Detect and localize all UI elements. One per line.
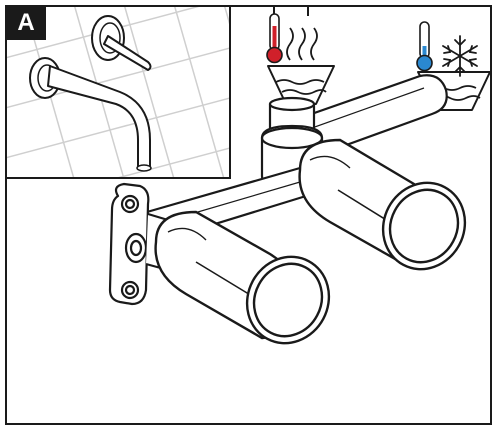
tile-wall [6,6,230,178]
outer-border [5,5,492,425]
cold-thermometer-icon [416,21,433,72]
cover-sleeve-left [154,210,331,345]
hot-water-symbol [266,6,335,105]
panel-label-badge: A [6,6,46,40]
lever-handle [103,35,152,71]
inset-panel-a [5,5,231,179]
cover-sleeve-right [298,138,467,271]
hot-thermometer-icon [266,13,283,64]
snowflake-icon [442,35,478,77]
